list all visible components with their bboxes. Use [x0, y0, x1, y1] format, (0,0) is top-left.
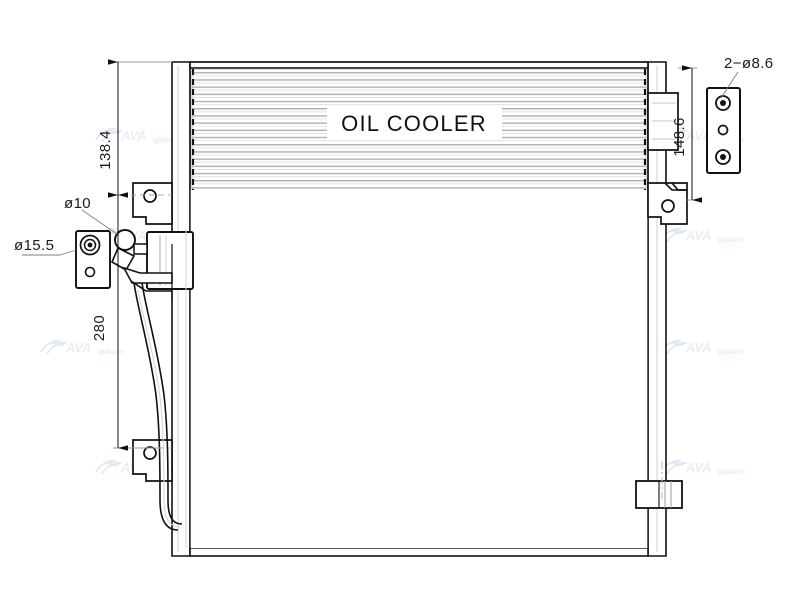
svg-text:AVA: AVA: [120, 128, 147, 143]
svg-text:QUALITY: QUALITY: [153, 138, 179, 144]
dimension-148-6: 148.6: [671, 65, 702, 203]
dimension-label-dia-10: ø10: [64, 195, 91, 212]
mount-bracket-upper-left: [132, 182, 173, 225]
svg-text:QUALITY: QUALITY: [718, 350, 744, 356]
oil-cooler-assembly: [171, 61, 667, 558]
mount-tab-upper-right: [647, 92, 679, 151]
svg-text:QUALITY: QUALITY: [718, 470, 744, 476]
core-top-rail: [189, 61, 649, 69]
detail-bracket-3-hole: [706, 87, 741, 174]
dimension-label-280: 280: [91, 315, 108, 341]
liquid-line-tube: [133, 282, 183, 531]
inlet-outlet-flange: [75, 230, 111, 289]
svg-text:AVA: AVA: [685, 228, 712, 243]
dimension-label-138-4: 138.4: [97, 130, 114, 170]
flange-pin-hole-icon: [84, 266, 96, 278]
svg-text:AVA: AVA: [685, 460, 712, 475]
core-bottom-rail: [189, 547, 649, 557]
outlet-port-bottom-right: [635, 462, 683, 509]
svg-text:AVA: AVA: [65, 340, 92, 355]
leader-2-dia-8-6: 2−ø8.6: [720, 55, 774, 99]
tube-stubs: [171, 230, 187, 548]
bracket-hole-icon: [661, 199, 675, 213]
connector-arm: [122, 243, 173, 292]
svg-text:QUALITY: QUALITY: [718, 238, 744, 244]
dimension-138-4: 138.4: [97, 59, 172, 198]
svg-text:QUALITY: QUALITY: [98, 350, 124, 356]
mount-bracket-right: [647, 182, 688, 225]
core-lower-plain: [190, 190, 648, 548]
detail-hole-middle-icon: [717, 124, 729, 136]
page-title: OIL COOLER: [341, 111, 487, 136]
dimension-label-148-6: 148.6: [671, 117, 688, 157]
dimension-280: 280: [91, 192, 160, 451]
dimension-label-dia-15-5: ø15.5: [14, 237, 54, 254]
dimension-label-2-dia-8-6: 2−ø8.6: [724, 55, 774, 72]
core-outline: [189, 61, 649, 557]
witness-lines: [160, 194, 172, 449]
left-side-tank: [171, 61, 191, 557]
mount-bracket-lower-left: [132, 439, 173, 482]
svg-text:AVA: AVA: [685, 340, 712, 355]
bracket-hole-icon: [143, 189, 157, 203]
bracket-hole-icon: [143, 446, 157, 460]
leader-dia-15-5: ø15.5: [14, 237, 77, 256]
title-plate: OIL COOLER: [327, 107, 502, 139]
leader-dia-10: ø10: [64, 195, 118, 235]
